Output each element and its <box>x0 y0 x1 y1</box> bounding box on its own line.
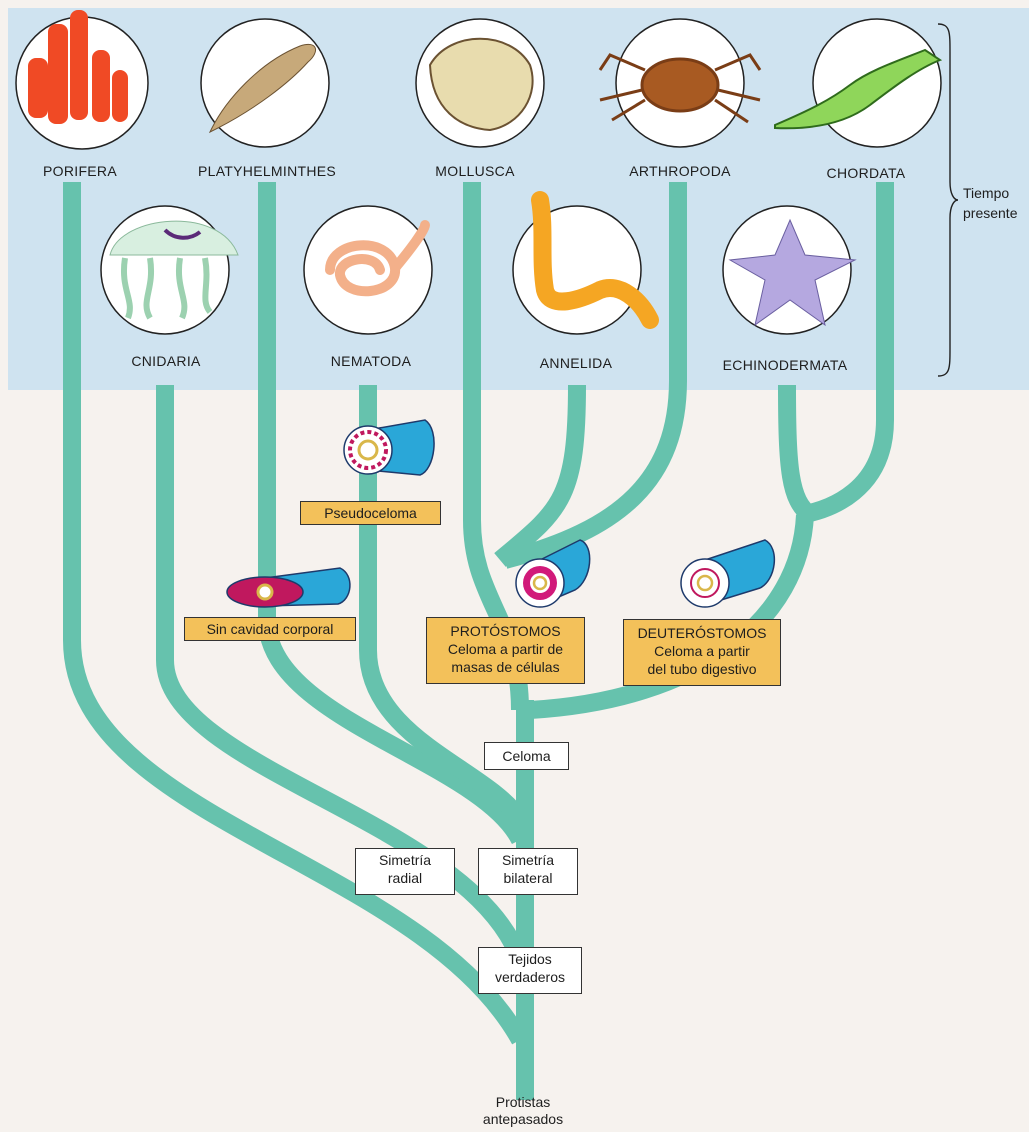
label-simetria-bilateral: Simetría bilateral <box>478 848 578 895</box>
phylum-label-nematoda: NEMATODA <box>331 353 411 369</box>
phylum-label-echinodermata: ECHINODERMATA <box>723 357 848 373</box>
pseudocoelom-icon <box>344 420 434 475</box>
phylum-label-mollusca: MOLLUSCA <box>435 163 514 179</box>
phylum-label-cnidaria: CNIDARIA <box>131 353 200 369</box>
coelom-deuterostome-icon <box>681 540 774 607</box>
label-pseudoceloma: Pseudoceloma <box>300 501 441 525</box>
time-bracket <box>936 22 960 378</box>
phylum-label-annelida: ANNELIDA <box>540 355 612 371</box>
root-label-protistas: Protistas antepasados <box>468 1094 578 1128</box>
label-celoma: Celoma <box>484 742 569 770</box>
label-tejidos-verdaderos: Tejidos verdaderos <box>478 947 582 994</box>
label-simetria-radial: Simetría radial <box>355 848 455 895</box>
label-sin-cavidad: Sin cavidad corporal <box>184 617 356 641</box>
acoelomate-icon <box>227 568 350 607</box>
phylum-label-porifera: PORIFERA <box>43 163 117 179</box>
phylum-label-chordata: CHORDATA <box>827 165 906 181</box>
label-deuterostomos: DEUTERÓSTOMOS Celoma a partir del tubo d… <box>623 619 781 686</box>
present-time-label: Tiempo presente <box>963 183 1017 223</box>
branch-echinodermata <box>787 385 810 515</box>
phylum-label-arthropoda: ARTHROPODA <box>629 163 731 179</box>
label-protostomos: PROTÓSTOMOS Celoma a partir de masas de … <box>426 617 585 684</box>
phylum-label-platyhelminthes: PLATYHELMINTHES <box>198 163 336 179</box>
